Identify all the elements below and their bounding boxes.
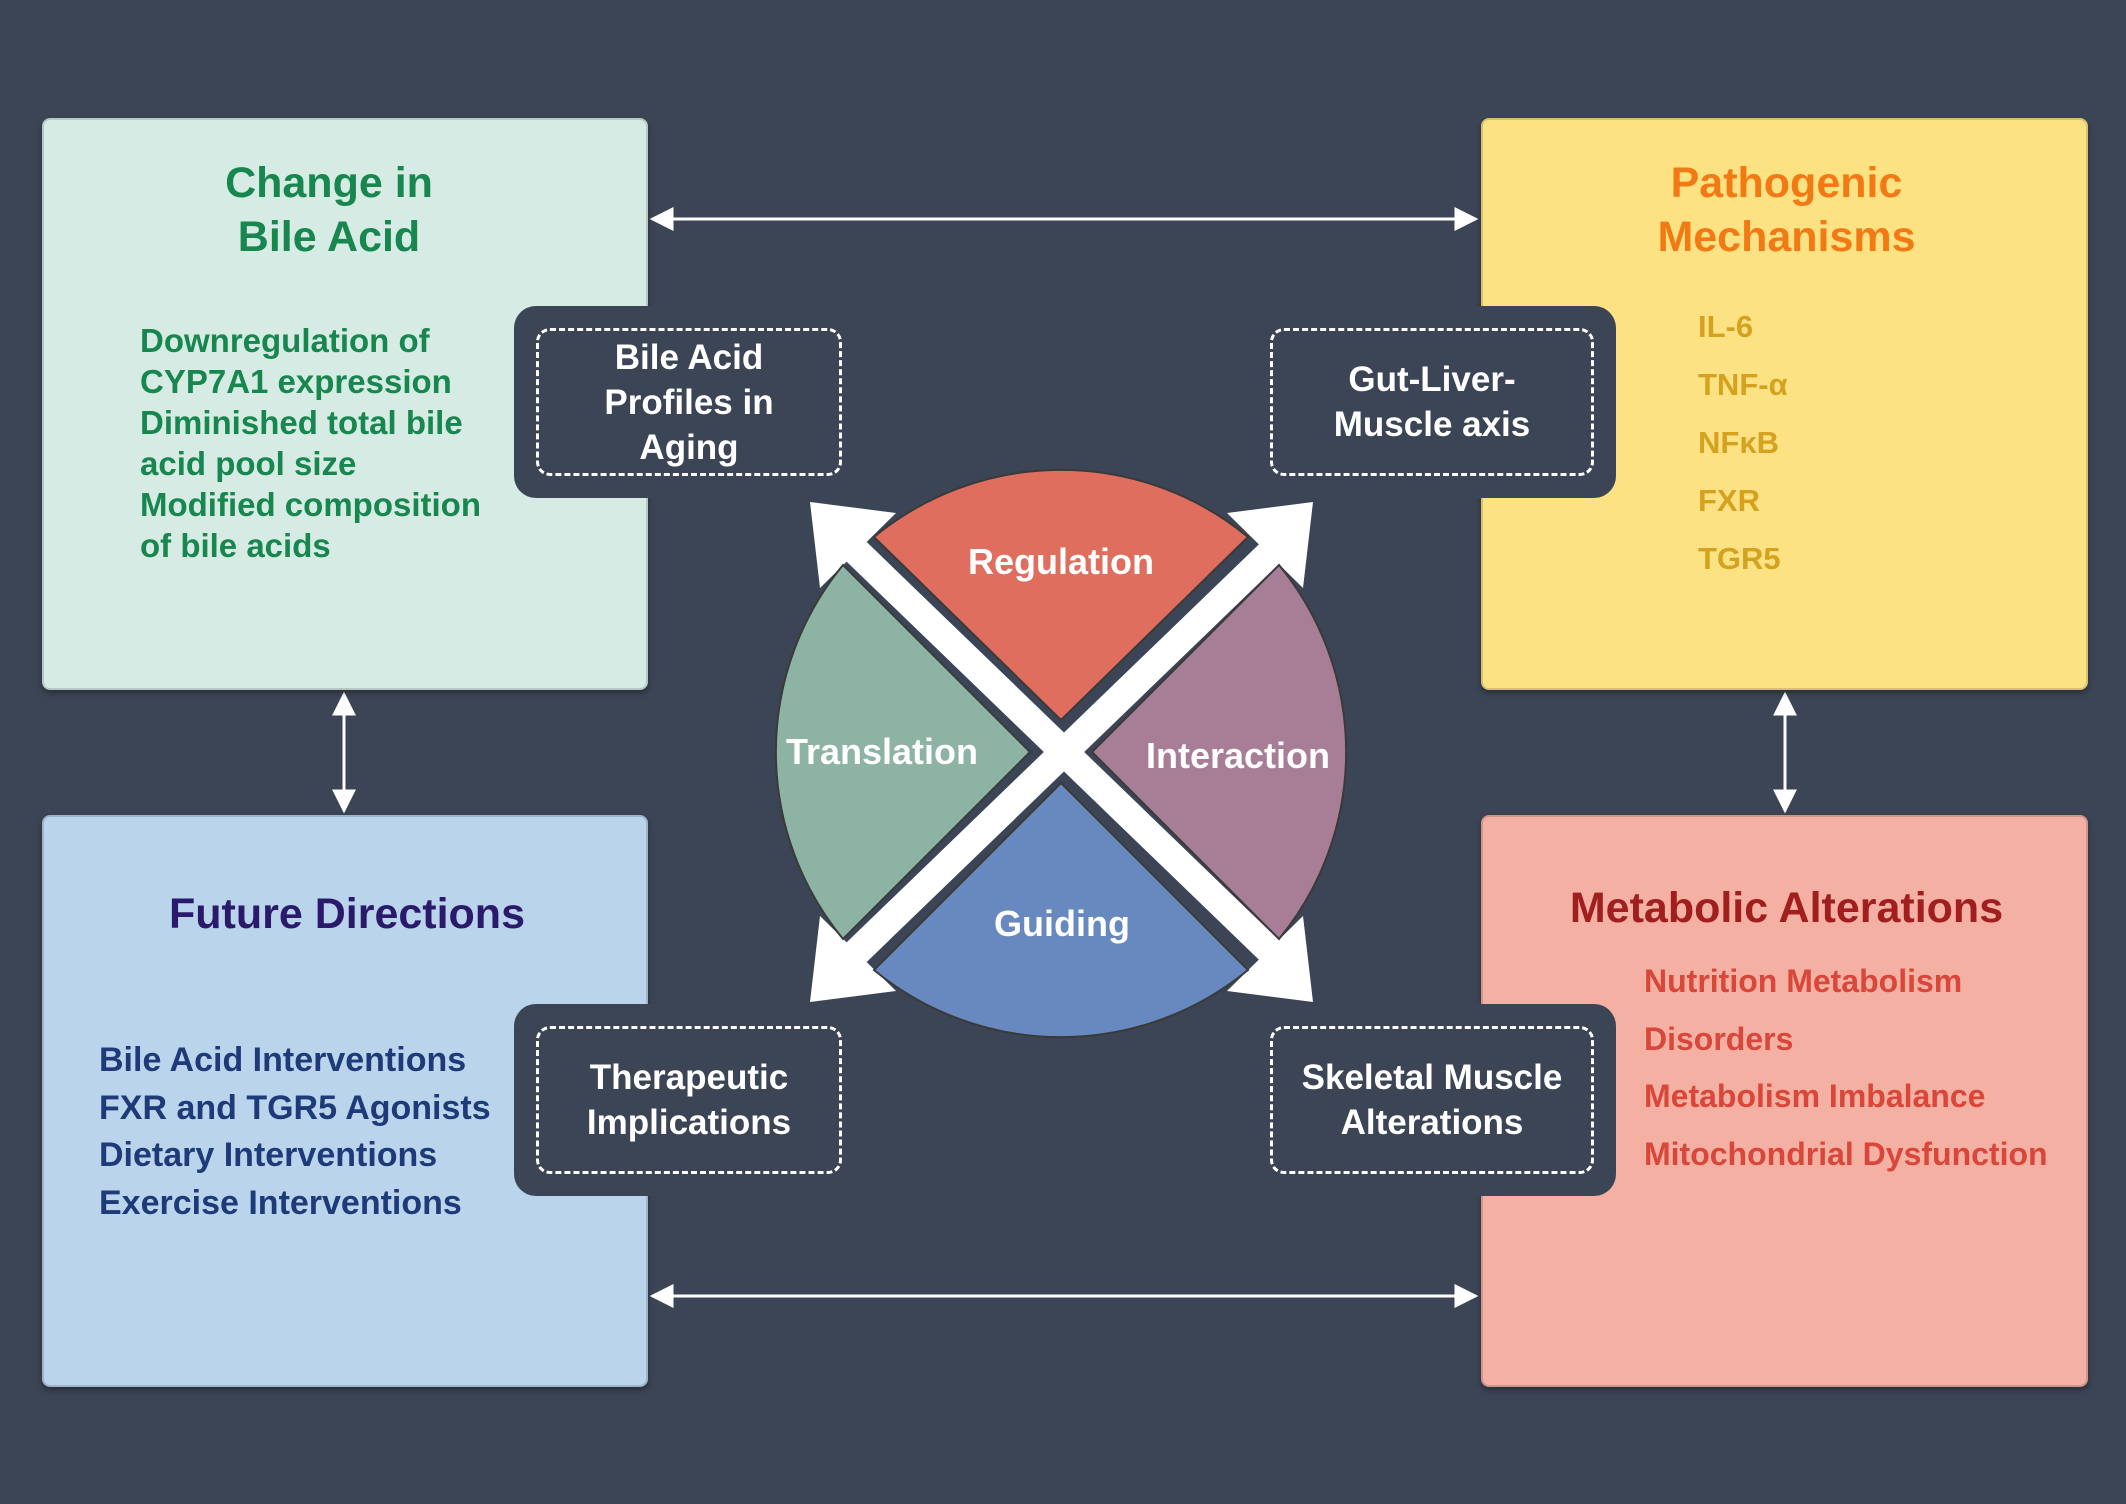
title-line: Mechanisms — [1657, 213, 1916, 261]
list-item: CYP7A1 expression — [140, 363, 452, 400]
title-line: Pathogenic — [1670, 159, 1903, 207]
tab-label-line: Gut-Liver- — [1348, 360, 1516, 399]
tab-label-box: Therapeutic Implications — [536, 1026, 842, 1174]
title-line: Change in — [225, 159, 433, 207]
tab-label-line: Bile Acid — [614, 337, 764, 377]
list-item: Dietary Interventions — [99, 1136, 438, 1174]
future-directions-list: Bile Acid Interventions FXR and TGR5 Ago… — [99, 1037, 491, 1227]
tab-skeletal-muscle-alterations: Skeletal Muscle Alterations — [1248, 1004, 1616, 1196]
tab-therapeutic-implications: Therapeutic Implications — [514, 1004, 864, 1196]
tab-label-line: Alterations — [1340, 1103, 1524, 1142]
tab-label-line: Muscle axis — [1333, 405, 1531, 444]
list-item: acid pool size — [140, 445, 357, 482]
panel-metabolic-alterations: Metabolic Alterations Nutrition Metaboli… — [1481, 815, 2088, 1387]
tab-label-box: Bile Acid Profiles in Aging — [536, 328, 842, 476]
panel-title-metabolic-alterations: Metabolic Alterations — [1569, 884, 2004, 932]
arrowhead-bottom-left — [810, 916, 896, 1002]
list-item: Disorders — [1644, 1020, 1794, 1057]
bile-acid-change-list: Downregulation of CYP7A1 expression Dimi… — [140, 320, 560, 566]
diagonal-arrow-shaft-tr-bl — [822, 517, 1306, 987]
quadrant-interaction — [1090, 563, 1348, 941]
tab-label-line: Implications — [586, 1103, 792, 1142]
tab-label-box: Gut-Liver- Muscle axis — [1270, 328, 1594, 476]
tab-label-box: Skeletal Muscle Alterations — [1270, 1026, 1594, 1174]
arrowhead-bottom-right — [1227, 916, 1313, 1002]
list-item: Mitochondrial Dysfunction — [1644, 1135, 2048, 1172]
tab-label-line: Therapeutic — [589, 1058, 789, 1097]
tab-label-line: Aging — [639, 427, 739, 467]
quadrant-label-guiding: Guiding — [994, 903, 1130, 944]
list-item: of bile acids — [140, 527, 331, 564]
panel-title-change-in-bile-acid: Change in Bile Acid — [44, 156, 614, 264]
list-item: Nutrition Metabolism — [1644, 963, 1963, 999]
list-item: Diminished total bile — [140, 404, 463, 441]
tab-label-line: Skeletal Muscle — [1301, 1058, 1563, 1097]
pathogenic-mechanism-list: IL-6 TNF-α NFκB FXR TGR5 — [1698, 298, 1788, 588]
list-item: FXR and TGR5 Agonists — [99, 1088, 491, 1127]
list-item: IL-6 — [1698, 309, 1754, 344]
list-item: Exercise Interventions — [99, 1183, 462, 1222]
quadrant-label-interaction: Interaction — [1146, 735, 1330, 776]
tab-label-line: Profiles in — [604, 382, 774, 422]
panel-title-future-directions: Future Directions — [169, 890, 525, 938]
quadrant-label-translation: Translation — [786, 731, 978, 772]
tab-gut-liver-muscle-axis: Gut-Liver- Muscle axis — [1248, 306, 1616, 498]
metabolic-alterations-list: Nutrition Metabolism Disorders Metabolis… — [1644, 953, 2048, 1183]
title-line: Bile Acid — [237, 213, 421, 261]
panel-title-pathogenic-mechanisms: Pathogenic Mechanisms — [1483, 156, 2090, 264]
list-item: Modified composition — [140, 486, 481, 523]
list-item: Downregulation of — [140, 322, 430, 359]
quadrant-guiding — [872, 781, 1250, 1039]
list-item: TGR5 — [1698, 541, 1781, 576]
list-item: FXR — [1698, 483, 1760, 518]
list-item: NFκB — [1698, 425, 1779, 460]
list-item: Metabolism Imbalance — [1644, 1078, 1986, 1114]
arrowhead-top-left — [810, 502, 896, 588]
quadrant-translation — [774, 563, 1032, 941]
quadrant-regulation — [872, 468, 1250, 722]
list-item: TNF-α — [1698, 367, 1788, 402]
arrowhead-top-right — [1227, 502, 1313, 588]
list-item: Bile Acid Interventions — [99, 1041, 467, 1079]
quadrant-label-regulation: Regulation — [968, 541, 1154, 582]
tab-bile-acid-profiles-in-aging: Bile Acid Profiles in Aging — [514, 306, 864, 498]
